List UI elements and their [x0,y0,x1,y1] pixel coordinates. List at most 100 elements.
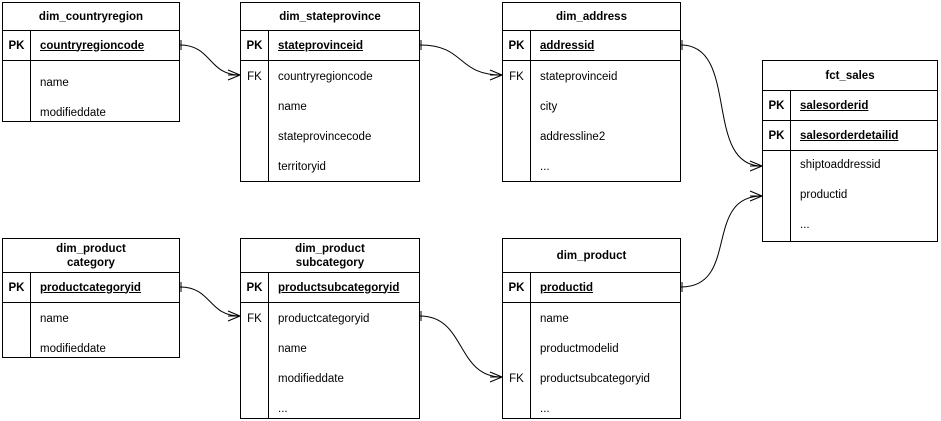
attribute-row: city [540,101,558,113]
primary-key-field: productcategoryid [31,273,179,302]
key-badge-pk: PK [503,31,531,60]
primary-key-field: productid [531,273,680,302]
cardinality-many-marker [749,190,763,202]
attribute-row: stateprovinceid [540,71,618,83]
attribute-row: productcategoryid [278,313,370,325]
attribute-key-column [3,303,31,357]
attribute-key-column: FK [241,61,269,181]
primary-key-field-label: productid [540,281,594,294]
key-badge-fk: FK [509,71,524,83]
cardinality-many-marker [489,69,503,81]
relationship-line [419,315,503,378]
attribute-key-column: FK [241,303,269,418]
attribute-key-column [763,151,791,241]
primary-key-field: addressid [531,31,680,60]
relationship-line [680,195,763,288]
primary-key-row[interactable]: PK productsubcategoryid [241,273,419,303]
key-badge-pk: PK [241,273,269,302]
attribute-row: shiptoaddressid [800,159,881,171]
primary-key-row[interactable]: PK productcategoryid [3,273,179,303]
attribute-row: productid [800,189,848,201]
attribute-key-column [3,61,31,121]
cardinality-many-marker [227,69,241,81]
key-badge-fk: FK [247,71,262,83]
key-badge-pk: PK [763,91,791,120]
cardinality-many-marker [489,371,503,383]
attribute-row: ... [800,219,810,231]
entity-title: dim_countryregion [3,3,179,31]
attribute-row: modifieddate [278,373,344,385]
attribute-row: ... [278,403,288,415]
primary-key-field-label: countryregioncode [40,39,145,52]
attribute-row: modifieddate [40,107,106,119]
key-badge-fk: FK [509,373,524,385]
attribute-block: name modifieddate [3,61,179,121]
key-badge-pk: PK [3,273,31,302]
attribute-key-column: FK [503,61,531,181]
attribute-row: territoryid [278,161,326,173]
primary-key-field-label: productcategoryid [40,281,141,294]
relationship-line [179,286,241,317]
entity-title: fct_sales [763,61,937,91]
attribute-name-column: productcategoryid name modifieddate... [269,303,419,418]
attribute-row: name [278,343,307,355]
primary-key-field-label: salesorderdetailid [800,129,899,142]
primary-key-field: stateprovinceid [269,31,419,60]
attribute-row: productsubcategoryid [540,373,650,385]
primary-key-field: salesorderid [791,91,937,120]
attribute-key-column: FK [503,303,531,418]
entity-title: dim_product subcategory [241,239,419,273]
relationship-line [419,44,503,76]
cardinality-many-marker [227,310,241,322]
attribute-row: name [540,313,569,325]
key-badge-pk: PK [241,31,269,60]
relationship-address-to-fctsales [680,40,763,172]
relationship-productcategory-to-subcategory [179,282,241,322]
attribute-row: name [40,313,69,325]
primary-key-field: countryregioncode [31,31,179,60]
attribute-row: name [40,77,69,89]
attribute-block: shiptoaddressid productid... [763,151,937,241]
primary-key-field-label: addressid [540,39,595,52]
relationship-line [680,44,763,167]
entity-title: dim_address [503,3,680,31]
attribute-row: name [278,101,307,113]
primary-key-row[interactable]: PK salesorderdetailid [763,121,937,151]
key-badge-fk: FK [247,313,262,325]
attribute-row: productmodelid [540,343,619,355]
primary-key-field-label: productsubcategoryid [278,281,400,294]
attribute-block: FK productcategoryid name modifieddate... [241,303,419,418]
cardinality-many-marker [749,160,763,172]
entity-title: dim_product [503,239,680,273]
relationship-subcategory-to-product [419,311,503,383]
attribute-block: FK name productmodelid productsubcategoryid… [503,303,680,418]
attribute-row: stateprovincecode [278,131,372,143]
attribute-name-column: shiptoaddressid productid... [791,151,937,241]
relationship-product-to-fctsales [680,190,763,292]
key-badge-pk: PK [763,121,791,150]
primary-key-field: salesorderdetailid [791,121,937,150]
relationship-countryregion-to-stateprovince [179,40,241,81]
primary-key-row[interactable]: PK addressid [503,31,680,61]
entity-title: dim_product category [3,239,179,273]
attribute-row: ... [540,161,550,173]
entity-title: dim_stateprovince [241,3,419,31]
